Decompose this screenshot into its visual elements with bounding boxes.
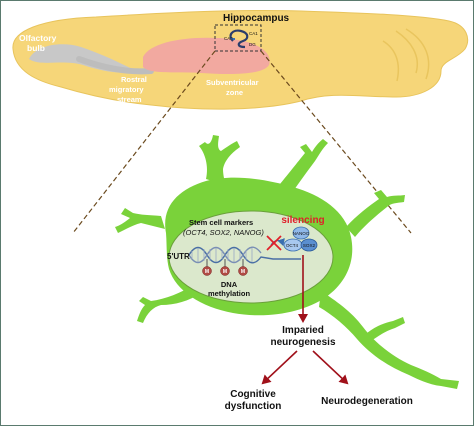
dna-helix [188, 246, 301, 264]
olfactory-bulb-label-line2: bulb [27, 43, 45, 53]
hippocampus-label: Hippocampus [223, 13, 290, 24]
methyl-label-2: M [223, 269, 227, 275]
brain-section: Hippocampus CA3 CA1 DG Olfactory bulb Ro… [12, 9, 469, 110]
nanog-blob [292, 226, 310, 240]
methyl-mark-3 [238, 266, 248, 276]
methyl-mark-2 [220, 266, 230, 276]
dna-methylation-line2: methylation [208, 289, 251, 298]
arrow-to-neurodegeneration [312, 350, 349, 385]
impaired-neurogenesis-line1: Imparied [282, 325, 324, 336]
methyl-mark-1 [202, 266, 212, 276]
sox2-blob [300, 238, 318, 252]
hippocampus-zoom-box [214, 24, 262, 52]
methylation-marks: M M M [202, 259, 248, 276]
oct4-label: OCT4 [286, 243, 299, 248]
silencing-label: silencing [281, 215, 324, 226]
blocked-transcription-icon [266, 235, 285, 251]
ca1-label: CA1 [249, 31, 258, 36]
cerebellum-folds [382, 28, 430, 82]
arrow-to-cognitive [261, 350, 298, 385]
transcription-factor-cluster: NANOG OCT4 SOX2 [283, 226, 318, 252]
utr-label: 5'UTR [167, 252, 190, 261]
axon-branch [367, 317, 405, 341]
hippocampus-region [143, 37, 270, 75]
ca3-label: CA3 [224, 36, 233, 41]
rostral-stream-label-line2: migratory [109, 85, 144, 94]
svz-label-line2: zone [226, 88, 243, 97]
dendrite-bottom-left [137, 285, 201, 323]
dna-methylation-line1: DNA [221, 280, 238, 289]
dendrite-left [115, 208, 165, 233]
dendrite-top-right [276, 139, 328, 197]
cognitive-dysfunction-line2: dysfunction [225, 401, 282, 412]
methyl-label-3: M [241, 269, 245, 275]
svz-label-line1: Subventricular [206, 78, 259, 87]
cognitive-dysfunction-line1: Cognitive [230, 389, 276, 400]
hippocampus-shape [229, 29, 249, 49]
rostral-stream-label-line3: stream [117, 95, 142, 104]
olfactory-bulb-label-line1: Olfactory [19, 33, 57, 43]
dendrite-top [199, 135, 240, 185]
sox2-label: SOX2 [303, 243, 316, 248]
nucleus [168, 210, 334, 304]
impaired-neurogenesis-line2: neurogenesis [270, 337, 335, 348]
rostral-migratory-stream [76, 56, 154, 75]
dendrite-right [346, 190, 405, 237]
zoom-line-left [72, 50, 216, 234]
nanog-label: NANOG [293, 231, 310, 236]
stem-markers-genes: (OCT4, SOX2, NANOG) [183, 228, 264, 237]
stem-markers-title: Stem cell markers [189, 218, 253, 227]
rostral-stream-label-line1: Rostral [121, 75, 147, 84]
dg-label: DG [249, 42, 256, 47]
neurodegeneration-label: Neurodegeneration [321, 396, 413, 407]
ca3-marker [231, 38, 235, 40]
axon [319, 291, 459, 389]
methyl-label-1: M [205, 269, 209, 275]
